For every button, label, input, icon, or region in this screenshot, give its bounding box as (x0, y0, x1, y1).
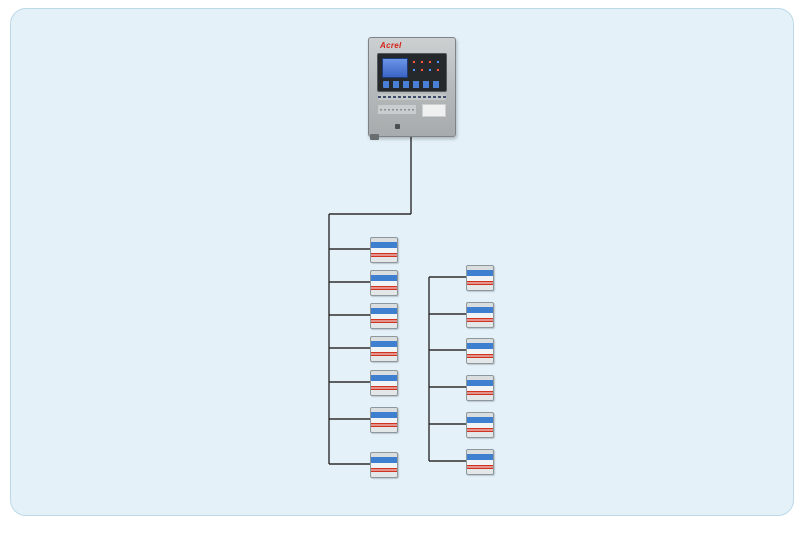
branch-device (370, 336, 398, 362)
branch-device (370, 407, 398, 433)
led-indicators (411, 59, 445, 75)
spec-text-strip (378, 105, 416, 114)
branch-device (466, 338, 494, 364)
model-text-strip (378, 94, 446, 100)
cabinet-lock (395, 124, 400, 129)
keypad-buttons (383, 81, 441, 88)
branch-device (466, 302, 494, 328)
control-panel (377, 53, 447, 92)
branch-device (370, 303, 398, 329)
branch-device (466, 412, 494, 438)
mounting-tab (370, 134, 379, 140)
branch-device (466, 375, 494, 401)
branch-device (370, 270, 398, 296)
diagram-panel: Acrel (10, 8, 794, 516)
lcd-screen (382, 58, 408, 78)
brand-logo: Acrel (380, 41, 402, 50)
branch-device (466, 449, 494, 475)
branch-device (370, 237, 398, 263)
branch-device (370, 370, 398, 396)
branch-device (370, 452, 398, 478)
name-plate-sticker (422, 104, 446, 117)
branch-device (466, 265, 494, 291)
main-monitor-device: Acrel (368, 37, 456, 140)
